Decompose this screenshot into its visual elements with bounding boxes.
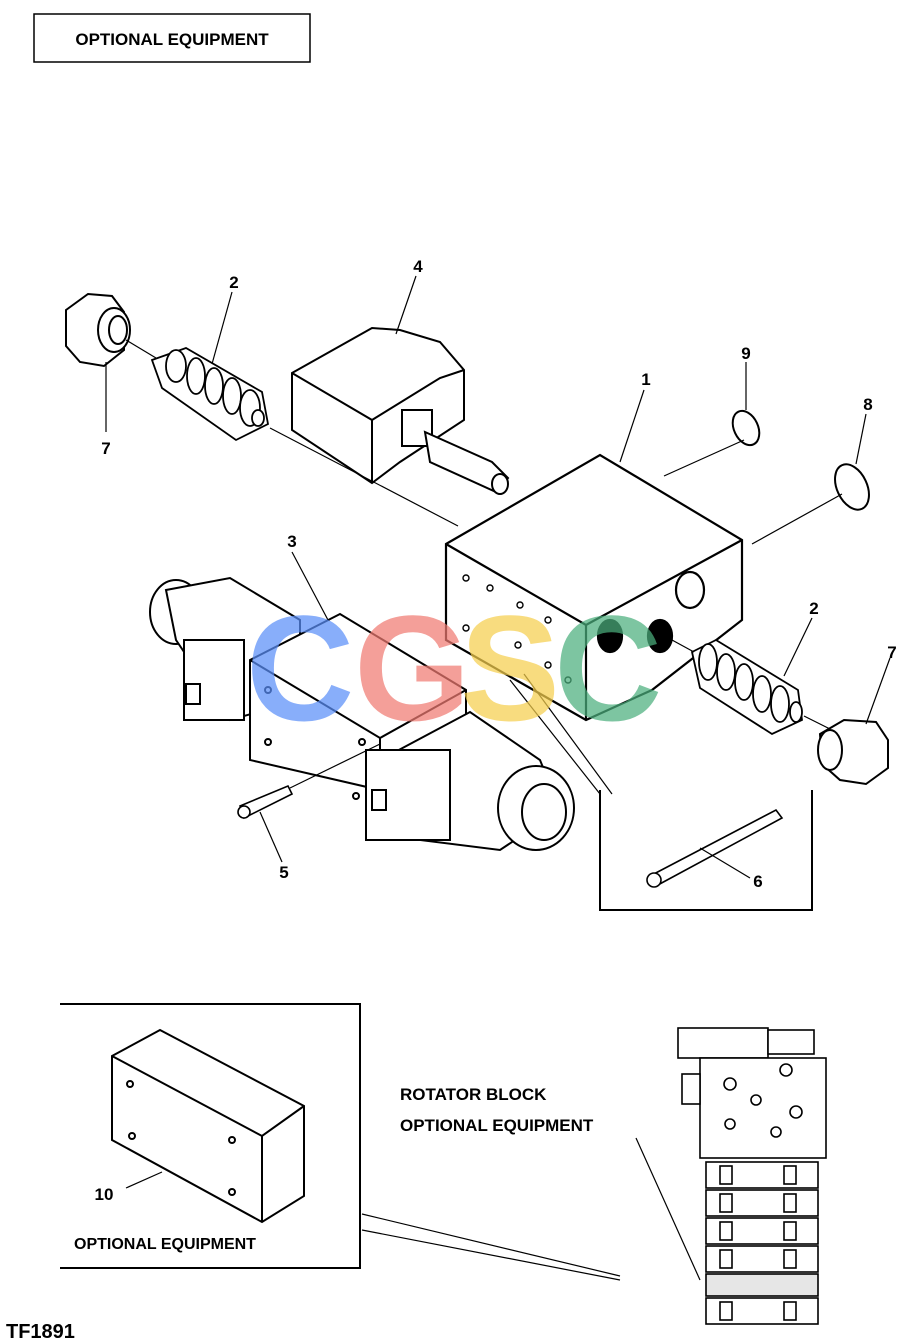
part-2-spring-left	[150, 347, 270, 442]
callout-6: 6	[753, 872, 762, 891]
callout-1: 1	[641, 370, 650, 389]
callout-9: 9	[741, 344, 750, 363]
watermark-logo: C G S C	[246, 584, 662, 752]
callout-2-left: 2	[229, 273, 238, 292]
leader-lines	[105, 275, 891, 879]
watermark-letter-4: C	[554, 584, 662, 752]
callout-3: 3	[287, 532, 296, 551]
callout-2-right: 2	[809, 599, 818, 618]
inset-part-10: 10 OPTIONAL EQUIPMENT	[60, 1003, 361, 1269]
part-5-bolt	[237, 784, 294, 820]
inset-caption: OPTIONAL EQUIPMENT	[74, 1236, 256, 1253]
part-7-plug-right	[817, 718, 889, 786]
figure-id: TF1891	[6, 1321, 75, 1343]
location-line-1: ROTATOR BLOCK	[400, 1085, 547, 1104]
part-6-long-bolt	[646, 808, 784, 888]
header-title: OPTIONAL EQUIPMENT	[75, 30, 269, 49]
callout-10: 10	[95, 1185, 114, 1204]
callout-8: 8	[863, 395, 872, 414]
location-line-2: OPTIONAL EQUIPMENT	[400, 1116, 594, 1135]
callout-5: 5	[279, 863, 288, 882]
watermark-letter-1: C	[246, 584, 354, 752]
part-8-o-ring	[834, 463, 870, 511]
part-9-o-ring	[731, 409, 761, 447]
watermark-letter-2: G	[354, 584, 471, 752]
watermark-letter-3: S	[460, 584, 560, 752]
callout-7-left: 7	[101, 439, 110, 458]
header-box: OPTIONAL EQUIPMENT	[33, 13, 311, 63]
part-3-directional-valve	[149, 576, 575, 852]
callout-7-right: 7	[887, 643, 896, 662]
part-10-cover-block	[111, 1028, 305, 1224]
part-2-spring-right	[690, 638, 803, 736]
valve-stack-overview	[677, 1027, 827, 1325]
part-6-inset	[599, 790, 813, 911]
part-7-plug-left	[65, 292, 131, 368]
block-holes	[462, 574, 572, 684]
callout-4: 4	[413, 257, 423, 276]
part-4-solenoid-cartridge	[291, 326, 510, 495]
part-1-rotator-block	[444, 453, 744, 722]
